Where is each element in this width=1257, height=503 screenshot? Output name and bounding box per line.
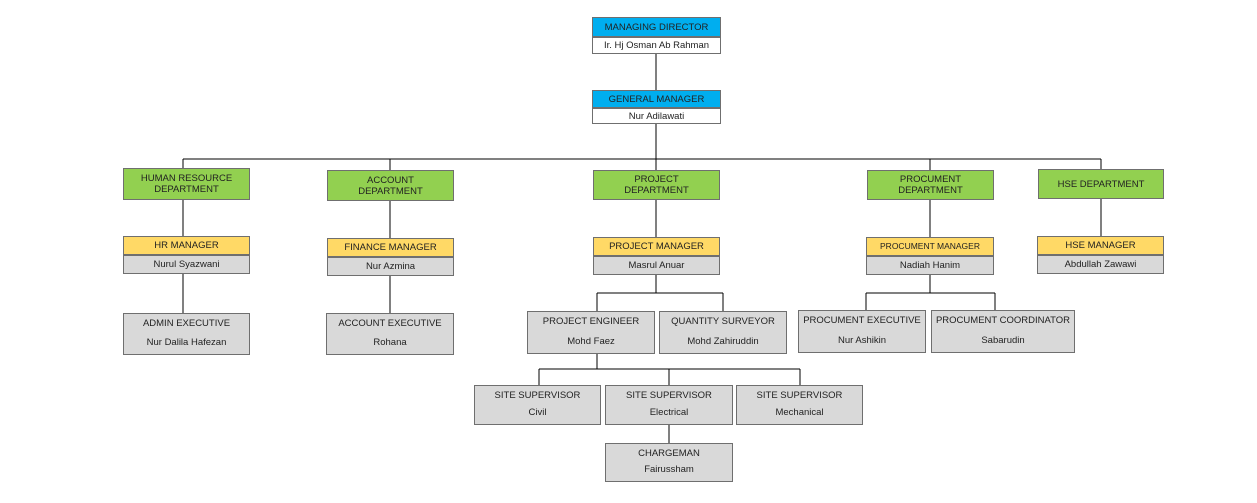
site-supervisor-mechanical-box: SITE SUPERVISOR Mechanical	[736, 385, 863, 425]
procument-manager-name: Nadiah Hanim	[866, 256, 994, 275]
project-engineer-title: PROJECT ENGINEER	[542, 316, 640, 327]
procument-executive-name: Nur Ashikin	[837, 335, 887, 346]
project-manager-title: PROJECT MANAGER	[593, 237, 720, 256]
general-manager-title: GENERAL MANAGER	[592, 90, 721, 108]
project-manager-title-text: PROJECT MANAGER	[609, 241, 704, 252]
chargeman-title: CHARGEMAN	[638, 448, 700, 459]
procument-manager-title-text: PROCUMENT MANAGER	[880, 241, 980, 251]
project-manager-name-text: Masrul Anuar	[628, 260, 685, 271]
procument-executive-title: PROCUMENT EXECUTIVE	[803, 315, 921, 326]
site-supervisor-civil-title: SITE SUPERVISOR	[494, 390, 581, 401]
procument-coordinator-title: PROCUMENT COORDINATOR	[935, 315, 1071, 326]
hse-manager-name: Abdullah Zawawi	[1037, 255, 1164, 274]
managing-director-title-text: MANAGING DIRECTOR	[604, 21, 709, 33]
procument-department-label: PROCUMENT DEPARTMENT	[898, 174, 963, 196]
chargeman-name: Fairussham	[644, 464, 694, 475]
managing-director-name-text: Ir. Hj Osman Ab Rahman	[603, 40, 710, 51]
project-manager-name: Masrul Anuar	[593, 256, 720, 275]
managing-director-name: Ir. Hj Osman Ab Rahman	[592, 37, 721, 54]
admin-executive-name: Nur Dalila Hafezan	[146, 337, 227, 348]
finance-manager-title: FINANCE MANAGER	[327, 238, 454, 257]
procument-department-box: PROCUMENT DEPARTMENT	[867, 170, 994, 200]
site-supervisor-electrical-box: SITE SUPERVISOR Electrical	[605, 385, 733, 425]
finance-manager-name-text: Nur Azmina	[365, 261, 416, 272]
admin-executive-box: ADMIN EXECUTIVE Nur Dalila Hafezan	[123, 313, 250, 355]
finance-manager-name: Nur Azmina	[327, 257, 454, 276]
hr-manager-title: HR MANAGER	[123, 236, 250, 255]
account-executive-title: ACCOUNT EXECUTIVE	[338, 318, 442, 329]
site-supervisor-mechanical-name: Mechanical	[775, 407, 824, 418]
project-engineer-box: PROJECT ENGINEER Mohd Faez	[527, 311, 655, 354]
hse-manager-name-text: Abdullah Zawawi	[1064, 259, 1137, 270]
procument-manager-name-text: Nadiah Hanim	[899, 260, 961, 271]
hse-department-box: HSE DEPARTMENT	[1038, 169, 1164, 199]
hse-manager-title-text: HSE MANAGER	[1065, 240, 1136, 251]
hr-manager-name: Nurul Syazwani	[123, 255, 250, 274]
site-supervisor-mechanical-title: SITE SUPERVISOR	[756, 390, 843, 401]
procument-manager-title: PROCUMENT MANAGER	[866, 237, 994, 256]
general-manager-title-text: GENERAL MANAGER	[608, 93, 705, 105]
general-manager-name: Nur Adilawati	[592, 108, 721, 124]
quantity-surveyor-box: QUANTITY SURVEYOR Mohd Zahiruddin	[659, 311, 787, 354]
procument-coordinator-name: Sabarudin	[981, 335, 1025, 346]
account-department-box: ACCOUNT DEPARTMENT	[327, 170, 454, 201]
account-department-label: ACCOUNT DEPARTMENT	[358, 174, 423, 197]
hr-manager-name-text: Nurul Syazwani	[153, 259, 220, 270]
procument-coordinator-box: PROCUMENT COORDINATOR Sabarudin	[931, 310, 1075, 353]
quantity-surveyor-title: QUANTITY SURVEYOR	[671, 316, 775, 327]
site-supervisor-civil-name: Civil	[528, 407, 547, 418]
general-manager-name-text: Nur Adilawati	[628, 110, 685, 122]
site-supervisor-civil-box: SITE SUPERVISOR Civil	[474, 385, 601, 425]
admin-executive-title: ADMIN EXECUTIVE	[142, 318, 231, 329]
hr-department-label: HUMAN RESOURCE DEPARTMENT	[140, 173, 233, 195]
site-supervisor-electrical-name: Electrical	[649, 407, 689, 418]
account-executive-name: Rohana	[373, 337, 407, 348]
hr-manager-title-text: HR MANAGER	[154, 240, 219, 251]
chargeman-box: CHARGEMAN Fairussham	[605, 443, 733, 482]
site-supervisor-electrical-title: SITE SUPERVISOR	[626, 390, 712, 401]
hr-department-box: HUMAN RESOURCE DEPARTMENT	[123, 168, 250, 200]
procument-executive-box: PROCUMENT EXECUTIVE Nur Ashikin	[798, 310, 926, 353]
quantity-surveyor-name: Mohd Zahiruddin	[687, 336, 759, 347]
project-engineer-name: Mohd Faez	[567, 336, 615, 347]
hse-department-label: HSE DEPARTMENT	[1057, 178, 1145, 190]
hse-manager-title: HSE MANAGER	[1037, 236, 1164, 255]
finance-manager-title-text: FINANCE MANAGER	[344, 242, 437, 253]
project-department-box: PROJECT DEPARTMENT	[593, 170, 720, 200]
account-executive-box: ACCOUNT EXECUTIVE Rohana	[326, 313, 454, 355]
project-department-label: PROJECT DEPARTMENT	[624, 174, 689, 196]
managing-director-title: MANAGING DIRECTOR	[592, 17, 721, 37]
